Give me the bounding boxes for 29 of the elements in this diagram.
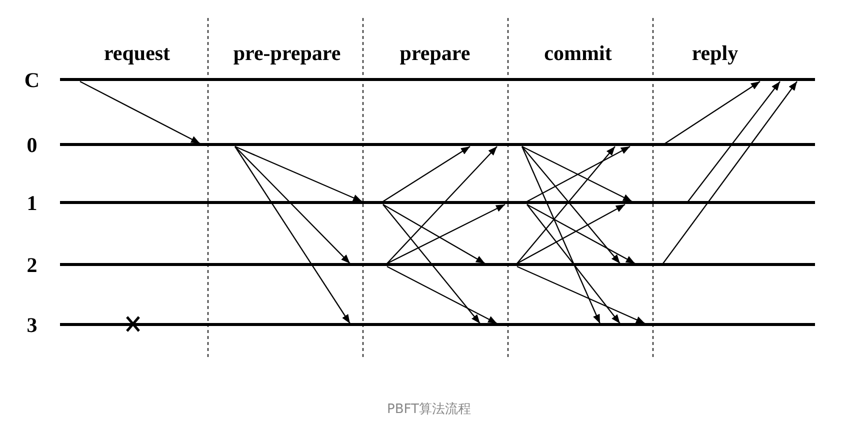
message-arrow xyxy=(688,81,780,202)
lifeline-label: 0 xyxy=(26,133,38,157)
message-arrow xyxy=(386,204,506,264)
message-arrow xyxy=(526,204,620,324)
caption: PBFT算法流程 xyxy=(386,401,472,418)
phase-label: reply xyxy=(692,40,738,66)
message-arrow xyxy=(234,146,350,264)
phase-label: commit xyxy=(544,40,612,66)
message-arrow xyxy=(382,204,480,324)
message-arrow xyxy=(516,266,646,324)
message-arrow xyxy=(382,204,486,264)
phase-label: pre-prepare xyxy=(233,40,341,66)
message-arrow xyxy=(234,146,362,202)
phase-label: request xyxy=(104,40,170,66)
message-arrow xyxy=(662,81,798,264)
message-arrow xyxy=(234,146,350,324)
message-arrow xyxy=(664,81,760,144)
message-arrow xyxy=(80,80,200,144)
message-arrow xyxy=(526,204,636,264)
lifeline-label: 3 xyxy=(26,313,38,337)
lifeline-label: 1 xyxy=(26,191,38,215)
phase-label: prepare xyxy=(400,40,470,66)
lifeline-label: C xyxy=(23,68,41,92)
message-arrow xyxy=(521,146,601,324)
lifeline-label: 2 xyxy=(26,253,38,277)
message-arrow xyxy=(516,204,626,264)
message-arrow xyxy=(386,266,498,324)
message-arrow xyxy=(386,146,498,264)
message-arrow xyxy=(382,146,470,202)
